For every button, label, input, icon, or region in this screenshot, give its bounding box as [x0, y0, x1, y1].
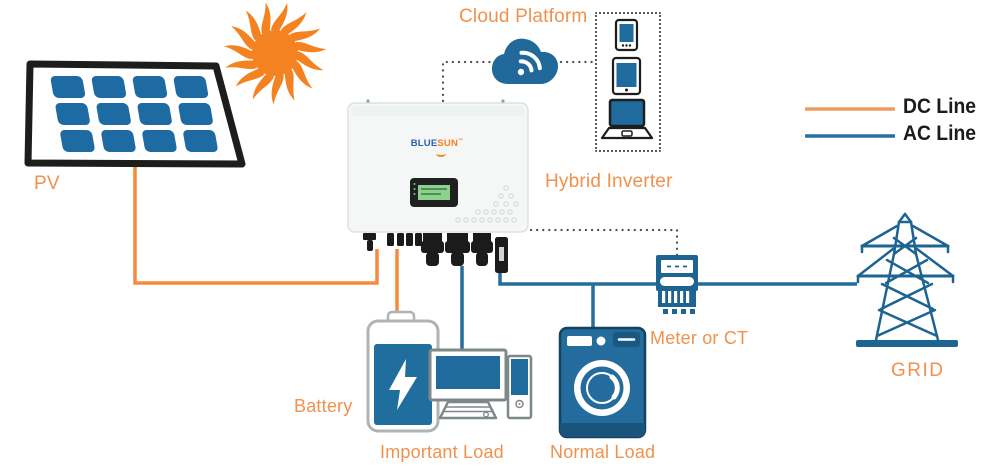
legend-ac-line-swatch: [805, 134, 895, 138]
inverter-vents: [455, 185, 519, 223]
devices-dashed-box: [595, 12, 661, 152]
brand-tm: ™: [458, 138, 464, 144]
cloud-icon: [492, 38, 558, 84]
washer-door-icon: [574, 360, 630, 416]
brand-swoosh: [436, 150, 446, 157]
cloud-platform-label: Cloud Platform: [459, 6, 588, 27]
monitoring-devices-icon: [600, 18, 654, 140]
battery-icon: [366, 310, 440, 433]
legend-dc-line-swatch: [805, 107, 895, 111]
inverter-connectors: [363, 233, 508, 273]
hybrid-inverter-label: Hybrid Inverter: [545, 171, 673, 192]
pv-panel-icon: [24, 60, 246, 168]
normal-load-label: Normal Load: [550, 442, 656, 462]
comm-line-inverter-to-meter: [529, 228, 679, 258]
comm-line-inverter-to-cloud: [441, 60, 494, 103]
brand-orange-text: SUN: [437, 138, 459, 150]
tablet-icon: [611, 56, 642, 96]
wifi-icon: [517, 50, 542, 76]
desktop-monitor-icon: [428, 348, 508, 402]
keyboard-icon: [438, 400, 498, 420]
inverter-brand-logo: BLUESUN™: [406, 138, 468, 149]
sun-icon: [223, 2, 327, 105]
meter-icon: [656, 255, 698, 314]
pv-label: PV: [34, 173, 60, 194]
important-load-label: Important Load: [380, 442, 504, 462]
laptop-icon: [600, 98, 654, 140]
lightning-bolt-icon: [389, 359, 417, 410]
legend-ac-line-label: AC Line: [903, 122, 976, 145]
battery-label: Battery: [294, 396, 353, 416]
grid-tower-icon: [856, 212, 958, 347]
important-load-icon: [428, 348, 533, 420]
inverter-display: [410, 178, 458, 207]
normal-load-icon: [558, 326, 647, 439]
legend-dc-line-label: DC Line: [903, 95, 976, 118]
dc-line-pv-to-inverter: [133, 167, 379, 285]
pc-tower-icon: [506, 354, 533, 420]
meter-or-ct-label: Meter or CT: [650, 328, 749, 348]
phone-icon: [614, 18, 639, 52]
grid-label: GRID: [891, 360, 945, 381]
hybrid-inverter-icon: [347, 99, 529, 273]
brand-blue-text: BLUE: [410, 138, 438, 150]
